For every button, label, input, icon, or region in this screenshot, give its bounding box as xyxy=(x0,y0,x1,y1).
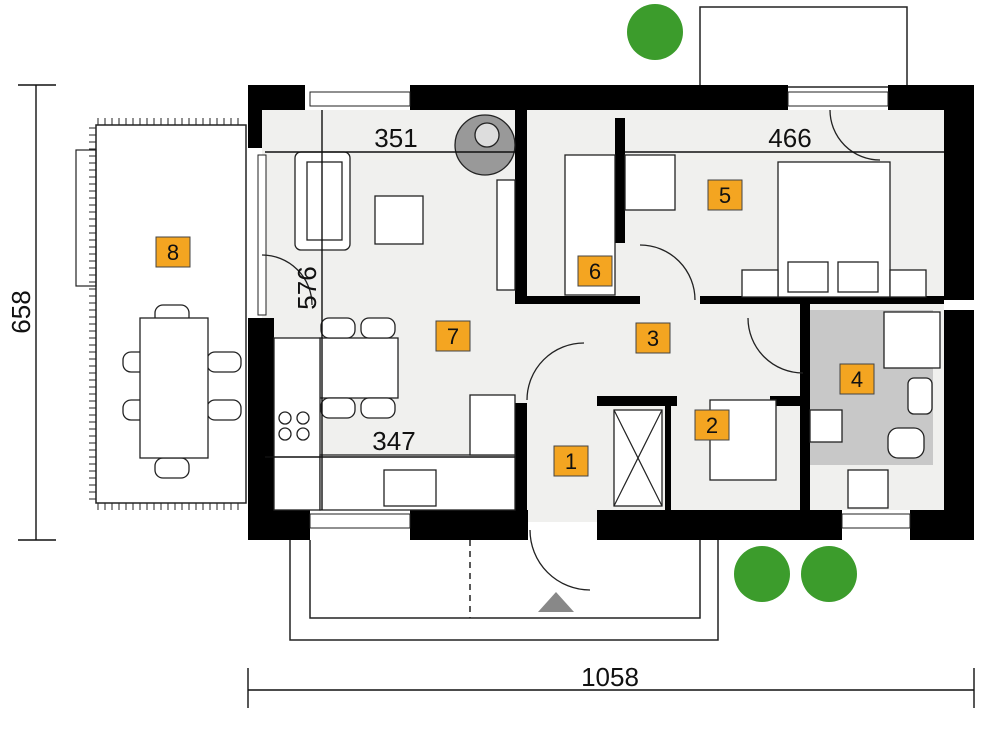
dimension-lines xyxy=(18,84,975,708)
svg-text:7: 7 xyxy=(447,324,459,349)
chair xyxy=(320,317,356,339)
windows xyxy=(257,91,911,529)
room-label-5: 5 xyxy=(707,179,743,211)
cooktop xyxy=(278,411,310,441)
room-label-8: 8 xyxy=(155,236,191,268)
chair xyxy=(360,317,396,339)
overall-width-label: 1058 xyxy=(581,662,639,692)
site-outlines xyxy=(289,6,908,641)
tree-icon xyxy=(627,4,683,60)
tree-icon xyxy=(801,546,857,602)
terrace-table xyxy=(139,317,209,459)
kitchen-width-label: 347 xyxy=(372,426,415,456)
door-swings xyxy=(261,109,881,591)
chairs xyxy=(122,304,396,479)
room-label-6: 6 xyxy=(577,255,613,287)
chair xyxy=(206,351,242,373)
svg-text:3: 3 xyxy=(647,326,659,351)
room-labels: 1 2 3 4 5 6 7 8 xyxy=(155,179,875,477)
entrance-arrow xyxy=(538,592,574,612)
furniture xyxy=(273,114,941,511)
svg-text:5: 5 xyxy=(719,183,731,208)
room-label-4: 4 xyxy=(839,363,875,395)
trees xyxy=(627,4,857,602)
walls xyxy=(248,85,974,540)
room-label-1: 1 xyxy=(553,445,589,477)
living-depth-label: 576 xyxy=(292,266,322,309)
tree-icon xyxy=(734,546,790,602)
room-label-7: 7 xyxy=(435,320,471,352)
overall-depth-label: 658 xyxy=(6,290,36,333)
svg-text:8: 8 xyxy=(167,240,179,265)
svg-text:4: 4 xyxy=(851,367,863,392)
chair xyxy=(320,397,356,419)
svg-text:1: 1 xyxy=(565,449,577,474)
chair xyxy=(206,399,242,421)
chair xyxy=(360,397,396,419)
svg-text:6: 6 xyxy=(589,259,601,284)
bedroom-width-label: 466 xyxy=(768,123,811,153)
room-label-2: 2 xyxy=(694,409,730,441)
stair-void xyxy=(613,409,663,507)
room-label-3: 3 xyxy=(635,322,671,354)
svg-text:2: 2 xyxy=(706,413,718,438)
chair xyxy=(154,457,190,479)
living-width-label: 351 xyxy=(374,123,417,153)
